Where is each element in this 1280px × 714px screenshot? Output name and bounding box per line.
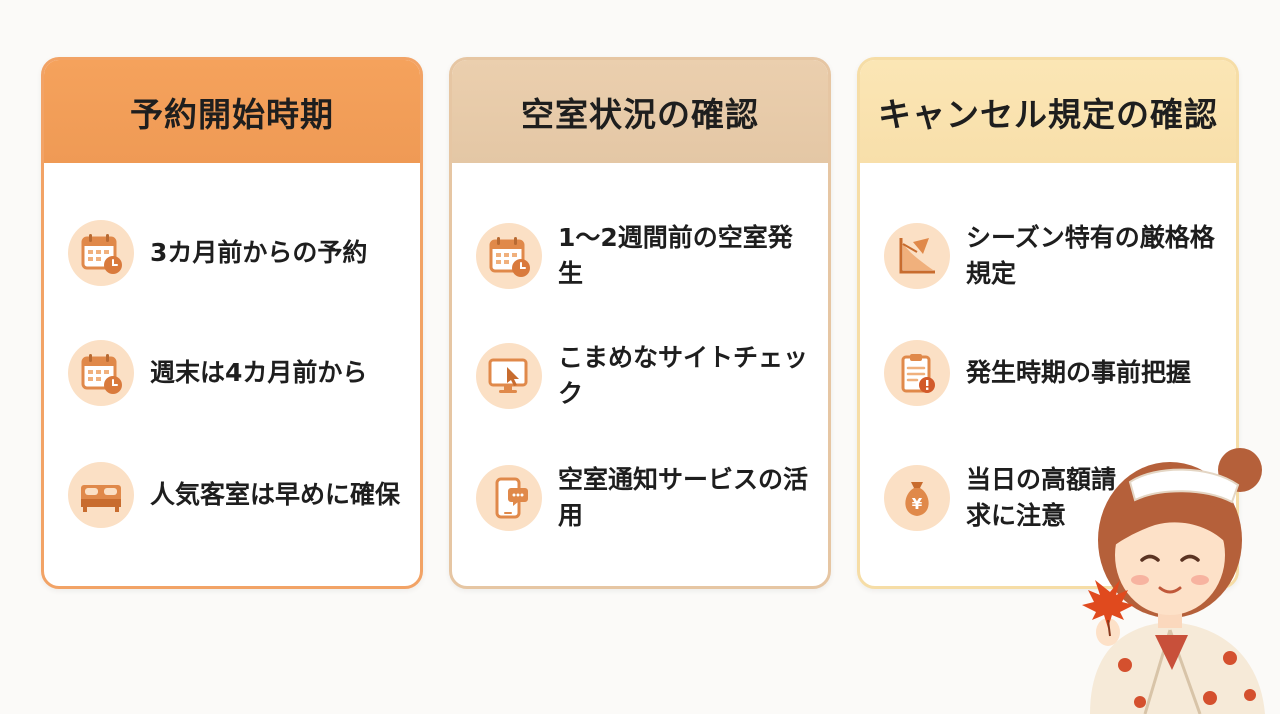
list-item: 1〜2週間前の空室発生 [476, 220, 813, 292]
list-item: 3カ月前からの予約 [68, 220, 405, 286]
list-item: 発生時期の事前把握 [884, 340, 1221, 406]
calendar-clock-icon [476, 223, 542, 289]
card-title: キャンセル規定の確認 [860, 60, 1236, 163]
item-text: 1〜2週間前の空室発生 [558, 223, 793, 288]
item-text: こまめなサイトチェック [558, 343, 809, 408]
list-item: 空室通知サービスの活用 [476, 462, 813, 534]
phone-notification-icon [476, 465, 542, 531]
list-item: 人気客室は早めに確保 [68, 462, 405, 528]
calendar-clock-icon [68, 220, 134, 286]
calendar-clock-icon [68, 340, 134, 406]
item-text: 空室通知サービスの活用 [558, 465, 809, 530]
card-title: 予約開始時期 [44, 60, 420, 163]
item-text: 週末は4カ月前から [150, 358, 368, 387]
list-item: シーズン特有の厳格格規定 [884, 220, 1221, 292]
item-text: 当日の高額請求に注意 [966, 465, 1117, 530]
item-text: 人気客室は早めに確保 [150, 480, 401, 509]
list-item: 当日の高額請求に注意 [884, 462, 1116, 534]
declining-chart-icon [884, 223, 950, 289]
card-cancellation-policy: キャンセル規定の確認 シーズン特有の厳格格規定 発生時期の事前把握 当日の高額請… [857, 57, 1239, 589]
item-text: 発生時期の事前把握 [966, 358, 1192, 387]
card-vacancy-check: 空室状況の確認 1〜2週間前の空室発生 こまめなサイトチェック 空室通知サービス… [449, 57, 831, 589]
bed-icon [68, 462, 134, 528]
item-text: 3カ月前からの予約 [150, 238, 368, 267]
card-reservation-start: 予約開始時期 3カ月前からの予約 週末は4カ月前から 人気客室は早めに確保 [41, 57, 423, 589]
list-item: こまめなサイトチェック [476, 340, 813, 412]
card-title: 空室状況の確認 [452, 60, 828, 163]
monitor-cursor-icon [476, 343, 542, 409]
item-text: シーズン特有の厳格格規定 [966, 223, 1215, 288]
money-bag-yen-icon [884, 465, 950, 531]
list-item: 週末は4カ月前から [68, 340, 405, 406]
clipboard-alert-icon [884, 340, 950, 406]
woman-in-yukata-illustration [1082, 448, 1265, 714]
